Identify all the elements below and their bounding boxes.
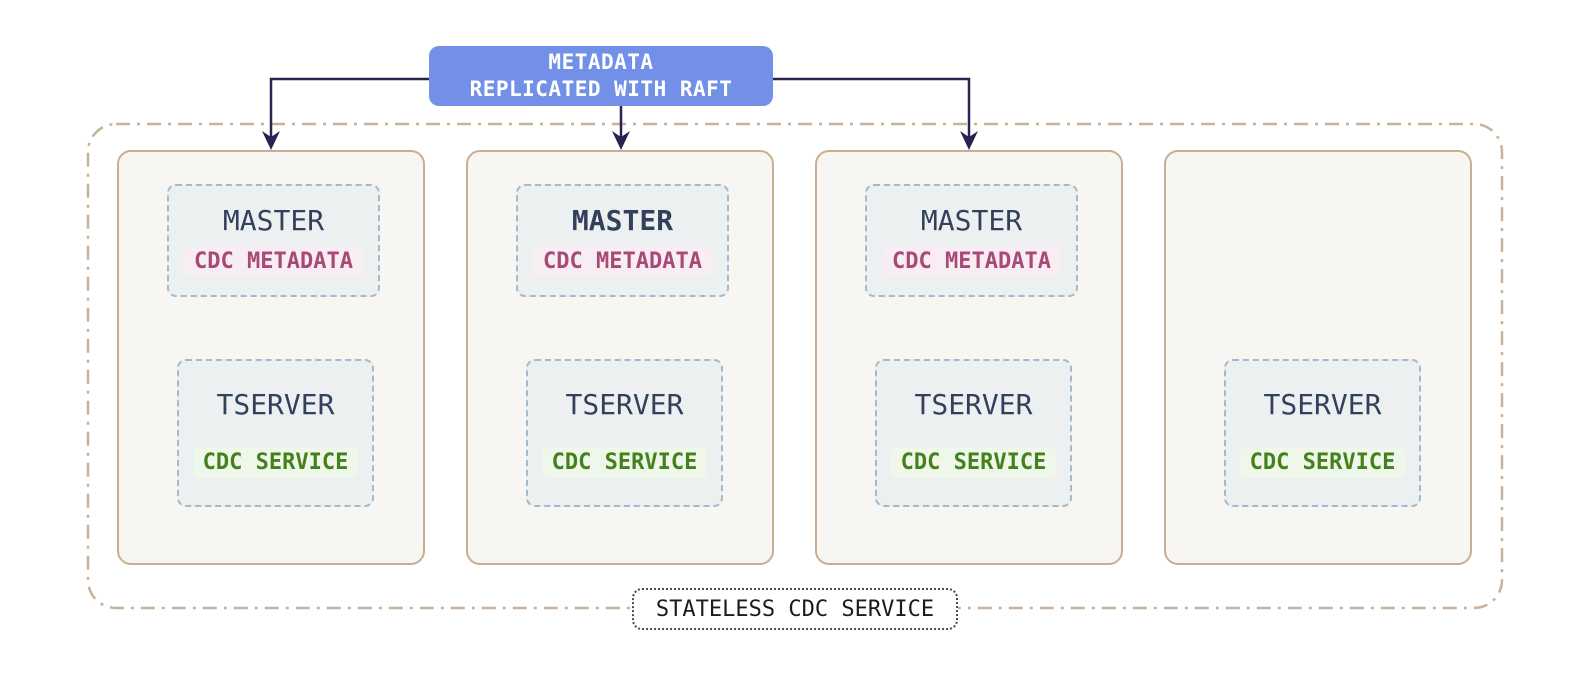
arrowhead-middle-icon: [612, 131, 630, 150]
connector-right: [773, 77, 971, 138]
node-1-tserver-label: TSERVER: [216, 388, 335, 421]
node-1-cdc-metadata-chip: CDC METADATA: [184, 246, 363, 277]
raft-metadata-box: METADATA REPLICATED WITH RAFT: [429, 46, 773, 106]
raft-metadata-line2: REPLICATED WITH RAFT: [469, 77, 733, 101]
node-1-master-box: MASTER CDC METADATA: [167, 184, 380, 297]
node-1-tserver-box: TSERVER CDC SERVICE: [177, 359, 374, 507]
node-2-cdc-service-chip: CDC SERVICE: [541, 447, 708, 478]
node-4-cdc-service-chip: CDC SERVICE: [1239, 447, 1406, 478]
node-1: MASTER CDC METADATA TSERVER CDC SERVICE: [117, 150, 425, 565]
node-2-master-box: MASTER CDC METADATA: [516, 184, 729, 297]
node-3: MASTER CDC METADATA TSERVER CDC SERVICE: [815, 150, 1123, 565]
node-3-cdc-metadata-chip: CDC METADATA: [882, 246, 1061, 277]
cluster-label: STATELESS CDC SERVICE: [632, 588, 958, 630]
arrowhead-right-icon: [960, 131, 978, 150]
node-4-tserver-box: TSERVER CDC SERVICE: [1224, 359, 1421, 507]
node-3-master-box: MASTER CDC METADATA: [865, 184, 1078, 297]
connector-left: [269, 77, 429, 138]
node-2-master-label: MASTER: [571, 204, 674, 237]
node-3-cdc-service-chip: CDC SERVICE: [890, 447, 1057, 478]
arrowhead-left-icon: [262, 131, 280, 150]
node-3-master-label: MASTER: [920, 204, 1023, 237]
node-2: MASTER CDC METADATA TSERVER CDC SERVICE: [466, 150, 774, 565]
node-3-tserver-label: TSERVER: [914, 388, 1033, 421]
raft-metadata-line1: METADATA: [548, 49, 654, 74]
node-2-tserver-label: TSERVER: [565, 388, 684, 421]
node-4-tserver-label: TSERVER: [1263, 388, 1382, 421]
node-4: TSERVER CDC SERVICE: [1164, 150, 1472, 565]
node-2-tserver-box: TSERVER CDC SERVICE: [526, 359, 723, 507]
node-2-cdc-metadata-chip: CDC METADATA: [533, 246, 712, 277]
node-1-master-label: MASTER: [222, 204, 325, 237]
node-3-tserver-box: TSERVER CDC SERVICE: [875, 359, 1072, 507]
node-1-cdc-service-chip: CDC SERVICE: [192, 447, 359, 478]
